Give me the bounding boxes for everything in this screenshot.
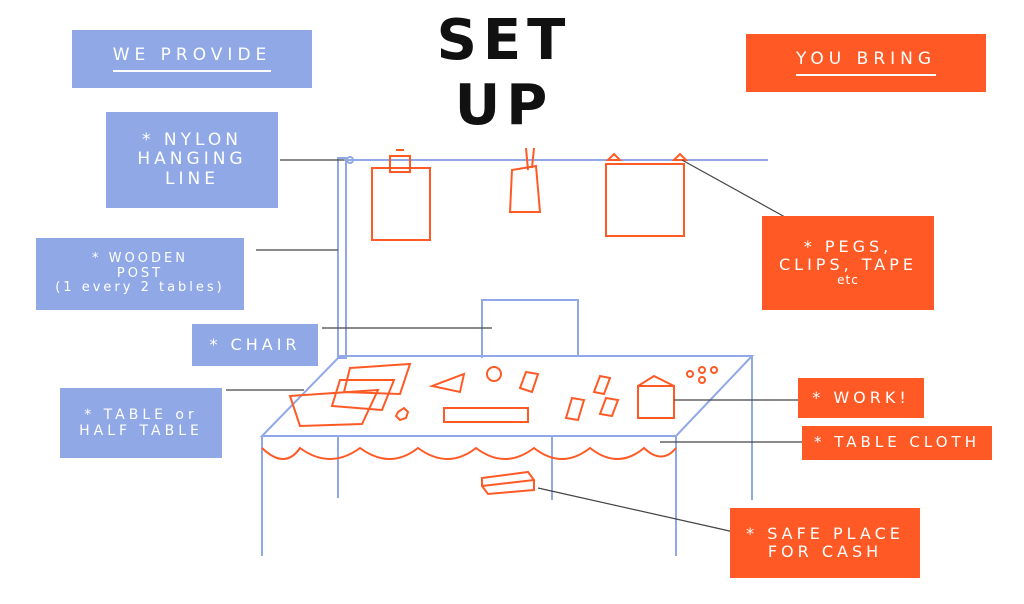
label-table-cloth: * TABLE CLOTH	[802, 426, 992, 460]
pegs-line-2: CLIPS, TAPE	[778, 255, 917, 275]
work-line-1: * WORK!	[812, 387, 910, 407]
leader-pegs	[681, 159, 795, 223]
you-bring-header: YOU BRING	[746, 34, 986, 92]
chair-line-1: * CHAIR	[209, 334, 301, 354]
pegs-line-1: * PEGS,	[803, 236, 893, 256]
wooden-post	[337, 157, 347, 359]
table-artwork	[288, 362, 718, 428]
post-line-2: POST	[116, 265, 164, 281]
tablecloth-line-1: * TABLE CLOTH	[814, 433, 980, 452]
pegs-line-3: etc	[837, 273, 859, 288]
label-table: * TABLE or HALF TABLE	[60, 388, 222, 458]
chair-drawing	[481, 299, 579, 358]
post-line-3: (1 every 2 tables)	[55, 280, 225, 296]
page-title: SET UP	[436, 8, 572, 138]
label-nylon-hanging-line: * NYLON HANGING LINE	[106, 112, 278, 208]
cash-box-drawing	[481, 470, 535, 496]
hanging-artwork	[371, 147, 689, 241]
cash-line-1: * SAFE PLACE	[746, 523, 904, 543]
nylon-line-3: LINE	[165, 168, 219, 189]
nylon-line-1: * NYLON	[142, 129, 242, 150]
leader-cash	[537, 487, 735, 533]
we-provide-header-label: WE PROVIDE	[112, 46, 272, 72]
table-drawing	[259, 355, 755, 556]
we-provide-header: WE PROVIDE	[72, 30, 312, 88]
post-line-1: * WOODEN	[92, 250, 188, 266]
label-wooden-post: * WOODEN POST (1 every 2 tables)	[36, 238, 244, 310]
you-bring-header-label: YOU BRING	[795, 50, 937, 76]
label-work: * WORK!	[798, 378, 924, 418]
hanging-line-structure	[337, 156, 768, 359]
leader-lines	[226, 159, 802, 533]
line-hook	[346, 156, 354, 164]
nylon-line-2: HANGING	[137, 149, 247, 170]
label-safe-place-for-cash: * SAFE PLACE FOR CASH	[730, 508, 920, 578]
table-line-1: * TABLE or	[84, 406, 198, 423]
table-line-2: HALF TABLE	[79, 423, 203, 439]
table-cloth-drawing	[261, 446, 677, 460]
label-chair: * CHAIR	[192, 324, 318, 366]
label-pegs-clips-tape: * PEGS, CLIPS, TAPE etc	[762, 216, 934, 310]
cash-line-2: FOR CASH	[767, 542, 883, 561]
